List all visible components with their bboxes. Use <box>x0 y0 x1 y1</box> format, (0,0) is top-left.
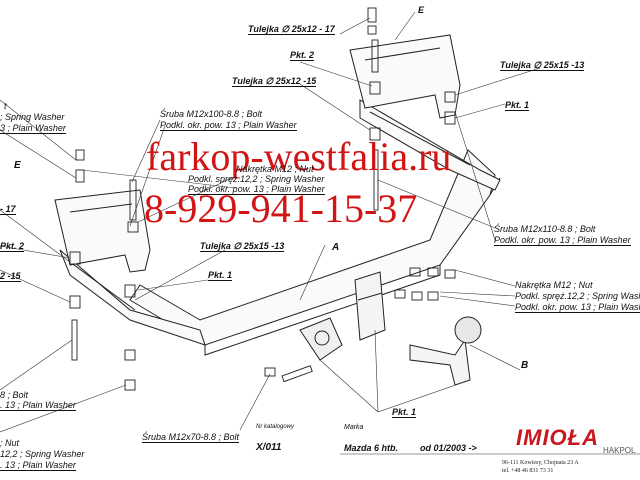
label-nakretka-mid-2: Podkl. spręż.12,2 ; Spring Washer <box>188 174 325 184</box>
label-nakretka-mid-3: Podkl. okr. pow. 13 ; Plain Washer <box>188 184 325 195</box>
label-left-15: 2 -15 <box>0 271 21 282</box>
label-a: A <box>332 242 340 253</box>
company-address: 96-111 Kowiesy, Chojnata 23 A <box>502 460 579 466</box>
label-sruba-right-2: Podkl. okr. pow. 13 ; Plain Washer <box>494 235 631 246</box>
company-logo: IMIOŁA <box>516 425 599 450</box>
label-pkt1-mid: Pkt. 1 <box>208 270 233 281</box>
label-tulejka-13-mid: Tulejka ∅ 25x15 -13 <box>200 241 285 252</box>
left-side-bracket <box>59 249 206 346</box>
ball-mount-plate <box>354 271 386 341</box>
label-left-top-2: ; Spring Washer <box>0 112 65 122</box>
label-left-bottom-3: . 13 ; Plain Washer <box>0 460 76 471</box>
label-left-top-1: t <box>4 101 7 111</box>
plate-e-right <box>349 34 461 119</box>
socket-plate <box>299 317 343 361</box>
model: Mazda 6 htb. <box>344 443 399 453</box>
label-tulejka-15-top: Tulejka ∅ 25x12 -15 <box>232 76 317 87</box>
label-left-bottom-1: ; Nut <box>0 438 20 448</box>
label-left-17: - 17 <box>0 204 16 215</box>
date: od 01/2003 -> <box>420 443 477 453</box>
company-phone: tel. +48 46 831 73 31 <box>502 468 554 474</box>
watermark-site: farkop-westfalia.ru <box>146 134 452 179</box>
label-sruba-bottom: Śruba M12x70-8.8 ; Bolt <box>142 432 240 443</box>
label-left-top-3: 3 ; Plain Washer <box>0 123 66 134</box>
label-left-bottom-2: 12,2 ; Spring Washer <box>0 449 85 459</box>
label-e-top: E <box>418 5 425 15</box>
label-nakretka-right-1: Nakrętka M12 ; Nut <box>515 280 593 290</box>
label-e-left: E <box>14 160 21 171</box>
label-pkt1-top: Pkt. 1 <box>505 100 530 111</box>
label-nakretka-mid-1: Nakrętka M12 ; Nut <box>236 164 314 174</box>
label-nakretka-right-3: Podkl. okr. pow. 13 ; Plain Washer <box>515 302 640 313</box>
label-pkt2-left: Pkt. 2 <box>0 241 25 252</box>
label-b: B <box>521 360 529 371</box>
crossbar-beam <box>129 149 496 346</box>
catalog-caption: Nr katalogowy <box>256 424 295 430</box>
label-tulejka-13-topright: Tulejka ∅ 25x15 -13 <box>500 60 585 71</box>
label-left-bolt-1: 8 ; Bolt <box>0 390 29 400</box>
right-side-bracket <box>359 99 501 191</box>
company-logo-sub: HAKPOL <box>603 446 636 455</box>
label-sruba-left-1: Śruba M12x100-8.8 ; Bolt <box>160 109 263 119</box>
tow-ball-neck <box>409 338 471 386</box>
label-pkt1-bottom: Pkt. 1 <box>392 407 417 418</box>
label-tulejka-17-top: Tulejka ∅ 25x12 - 17 <box>248 24 335 35</box>
tow-ball <box>454 316 482 344</box>
label-left-bolt-2: . 13 ; Plain Washer <box>0 400 76 411</box>
label-nakretka-right-2: Podkl. spręż.12,2 ; Spring Washer <box>515 291 640 301</box>
label-sruba-right-1: Śruba M12x110-8.8 ; Bolt <box>494 224 596 234</box>
label-sruba-left-2: Podkl. okr. pow. 13 ; Plain Washer <box>160 120 297 131</box>
catalog-number: X/011 <box>256 442 282 453</box>
brand-caption: Marka <box>344 424 364 431</box>
label-pkt2-top: Pkt. 2 <box>290 50 315 61</box>
